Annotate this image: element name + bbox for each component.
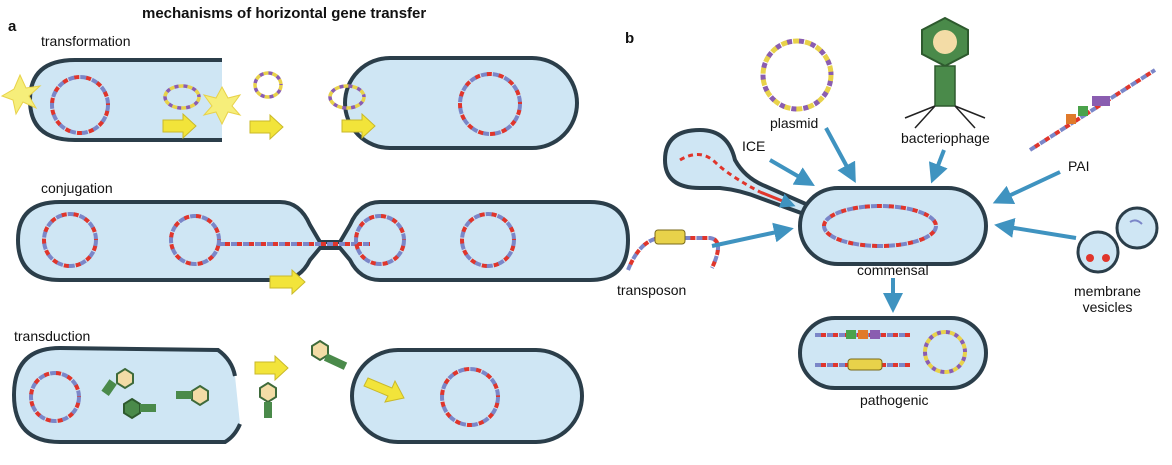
pathogenic-label: pathogenic <box>860 392 929 408</box>
conjugation-arrow <box>269 268 306 296</box>
plasmid-label: plasmid <box>770 115 819 131</box>
conjugation-cells <box>15 200 631 282</box>
transduction-arrows <box>254 354 405 403</box>
bacteriophage-large-icon <box>904 16 986 129</box>
ice-label: ICE <box>742 138 766 154</box>
membrane-vesicles-icon <box>1076 206 1159 274</box>
pai-label: PAI <box>1068 158 1090 174</box>
section-transformation-label: transformation <box>41 33 131 49</box>
pathogenic-cell <box>798 316 988 390</box>
commensal-cell <box>798 186 988 266</box>
figure-title: mechanisms of horizontal gene transfer <box>142 5 427 22</box>
transfer-arrows <box>711 127 1077 313</box>
membrane-vesicles-label: membrane vesicles <box>1074 283 1141 315</box>
bacteriophage-icon <box>101 339 348 420</box>
bacteriophage-label: bacteriophage <box>901 130 990 146</box>
free-dna-fragments <box>163 71 366 110</box>
pai-icon <box>1028 68 1157 152</box>
transposon-icon <box>626 229 720 271</box>
plasmid-icon <box>760 38 834 112</box>
section-conjugation-label: conjugation <box>41 180 113 196</box>
chromosome-dna <box>50 72 522 136</box>
commensal-label: commensal <box>857 262 929 278</box>
ice-donor-cell <box>662 127 817 221</box>
section-transduction-label: transduction <box>14 328 91 344</box>
transduction-donor-cell <box>11 345 242 444</box>
panel-b-letter: b <box>625 30 635 47</box>
lysis-burst-icon <box>0 73 242 126</box>
panel-a-letter: a <box>8 18 17 35</box>
transduction-recipient-cell <box>350 348 584 444</box>
ice-dna <box>679 153 796 208</box>
transformation-cell-after <box>343 56 579 150</box>
transposon-label: transposon <box>617 282 687 298</box>
transduction-dna <box>29 367 500 427</box>
transformation-arrows <box>162 112 376 141</box>
conjugation-dna <box>42 212 516 268</box>
